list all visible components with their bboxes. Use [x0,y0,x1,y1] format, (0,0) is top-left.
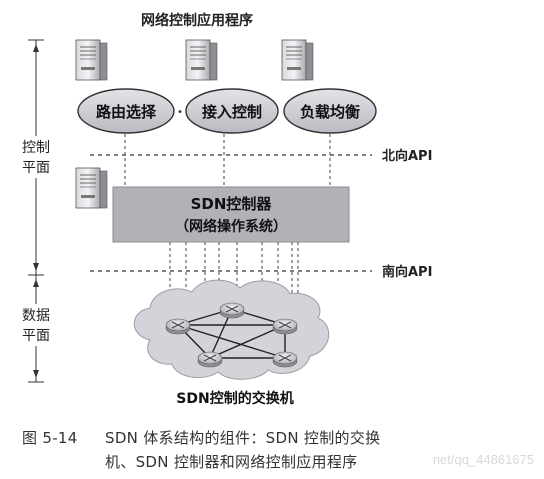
switch-icon [165,318,191,335]
sdn-controller-subtitle: （网络操作系统） [175,218,287,235]
figure-caption-line1: 图 5-14 SDN 体系结构的组件：SDN 控制的交换 [22,427,380,448]
switch-icon [272,318,298,335]
sdn-architecture-diagram: 网络控制应用程序 控制 平面 数据 平面 北向API 南向API [22,12,433,407]
server-icon [185,39,218,81]
data-plane-label-line2: 平面 [22,328,50,344]
app-ellipse-routing [77,88,175,134]
watermark: net/qq_44861675 [432,452,534,467]
app-ellipse-access [185,88,279,134]
server-icon [75,39,108,81]
app-ellipse-load-balance [283,88,377,134]
control-plane-label-line1: 控制 [22,140,50,156]
app-label-routing: 路由选择 [96,103,157,121]
switch-icon [272,351,298,368]
app-label-load-balance: 负载均衡 [300,103,360,121]
network-cloud [133,279,330,380]
control-plane-label-line2: 平面 [22,160,50,176]
sdn-controller-title: SDN控制器 [191,195,273,213]
switch-icon [197,351,223,368]
server-icon [281,39,314,81]
figure-number: 图 5-14 [22,429,78,447]
figure-caption-text-1: SDN 体系结构的组件：SDN 控制的交换 [105,429,381,447]
switches-label: SDN控制的交换机 [176,390,293,407]
figure-caption-line2: 机、SDN 控制器和网络控制应用程序 [105,453,358,471]
southbound-api-label: 南向API [382,264,432,280]
sdn-controller-box [112,186,350,243]
northbound-api-label: 北向API [382,148,432,164]
switch-icon [219,302,245,319]
data-plane-label-line1: 数据 [22,308,50,324]
app-label-access: 接入控制 [202,103,262,121]
server-icon [75,167,108,209]
diagram-title: 网络控制应用程序 [141,12,253,29]
app-controller-links [124,128,331,187]
